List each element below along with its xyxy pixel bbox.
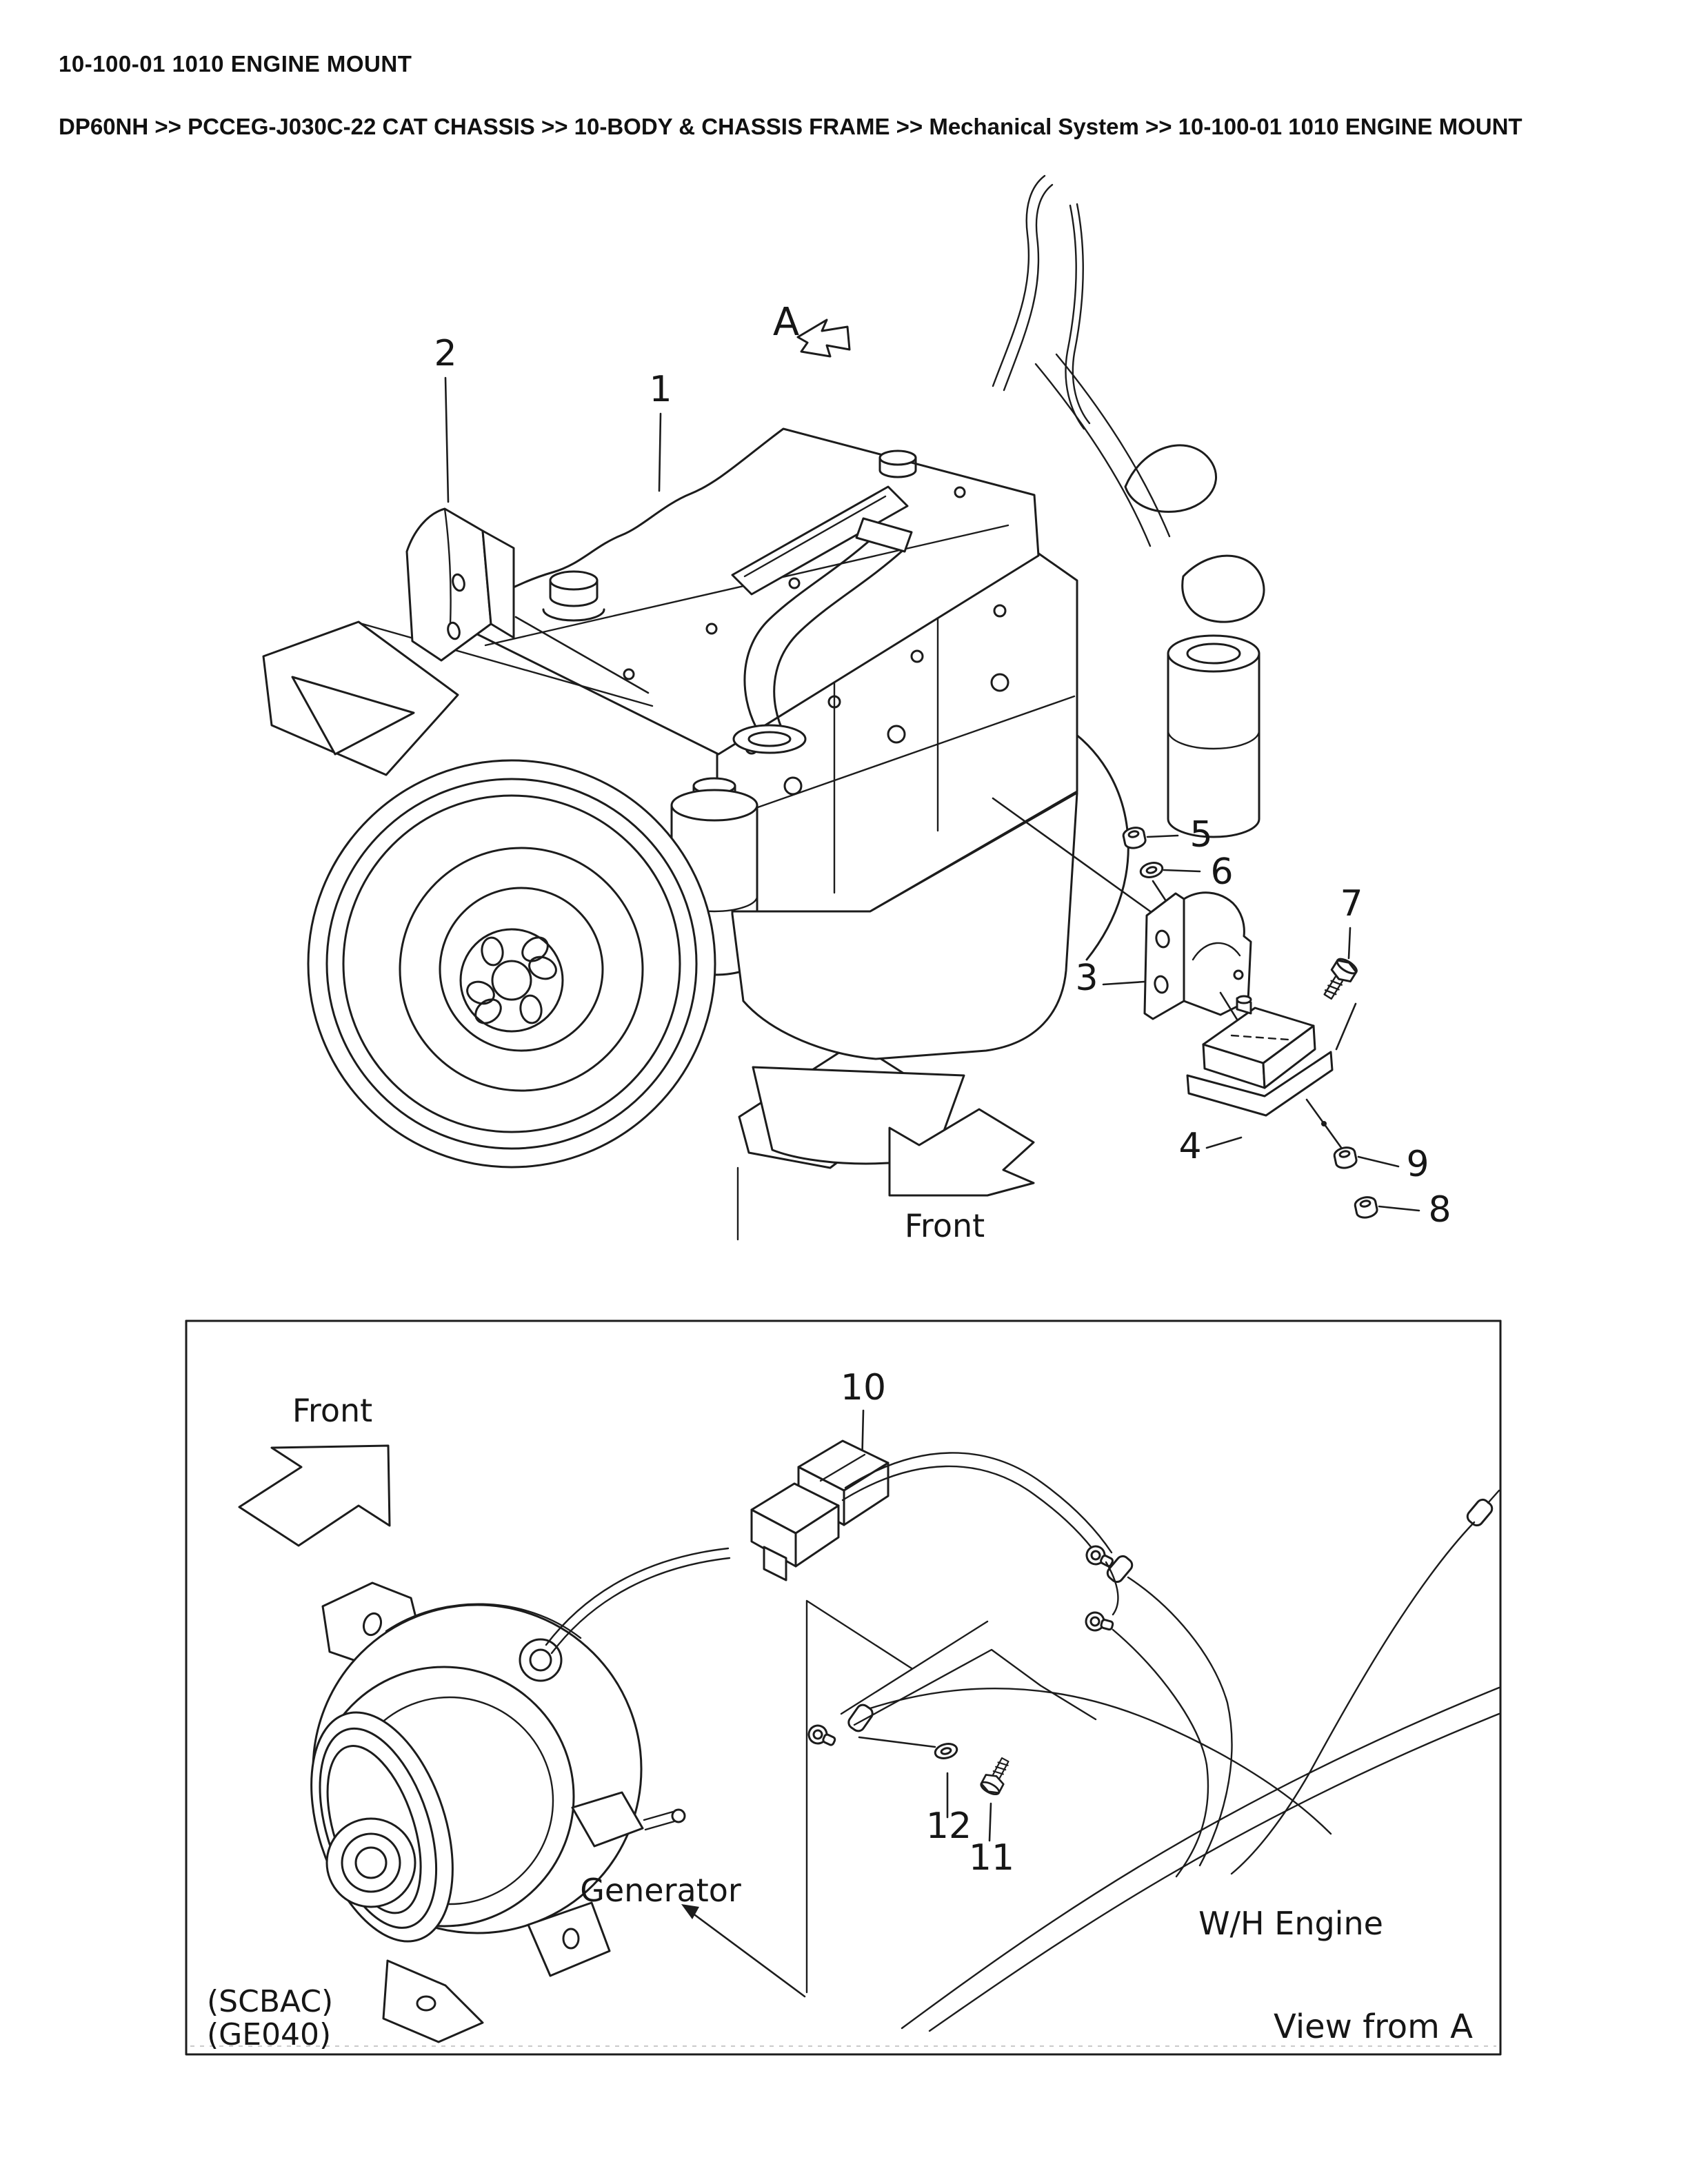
oil-pan <box>731 791 1078 1241</box>
flywheel <box>307 759 716 1169</box>
front-label-bottom: Front <box>292 1392 372 1429</box>
callout-9: 9 <box>1406 1144 1429 1185</box>
dipstick-line <box>1065 204 1085 430</box>
callout-12: 12 <box>926 1806 972 1847</box>
fuel-filter-canister <box>1167 634 1260 838</box>
generator-arrowhead-icon <box>681 1904 699 1919</box>
view-a-arrow-icon <box>796 318 851 358</box>
variant-code-1: (SCBAC) <box>207 1984 333 2019</box>
front-arrow-icon <box>888 1108 1035 1197</box>
engine-bracket-front <box>405 507 650 694</box>
callout-8: 8 <box>1428 1189 1451 1231</box>
breadcrumb: DP60NH >> PCCEG-J030C-22 CAT CHASSIS >> … <box>59 114 1523 139</box>
fan-blade <box>1124 444 1217 513</box>
wiring-harness <box>750 1439 1500 2032</box>
fan-blade <box>1181 554 1265 623</box>
cutaway-lines <box>805 1599 1097 1994</box>
callout-10: 10 <box>841 1367 886 1408</box>
ring-terminal <box>1083 1609 1116 1636</box>
cover-name-plate <box>731 485 909 596</box>
callout-1: 1 <box>649 369 672 410</box>
washer-part-12 <box>932 1740 960 1762</box>
bolt-part-11 <box>978 1754 1015 1798</box>
engine-mount-part-4 <box>1186 995 1334 1117</box>
view-from-a-label: View from A <box>1274 2008 1473 2046</box>
bolt-part-7 <box>1317 955 1360 1004</box>
callout-2: 2 <box>434 333 456 374</box>
generator-terminal <box>519 1638 563 1682</box>
callout-5: 5 <box>1189 814 1212 856</box>
washer-part-6 <box>1138 859 1165 881</box>
generator-illustration <box>310 1547 731 2043</box>
callout-3: 3 <box>1075 958 1098 999</box>
front-label-top: Front <box>905 1207 985 1244</box>
exhaust-manifold <box>732 517 913 754</box>
callout-4: 4 <box>1178 1126 1201 1167</box>
callout-7: 7 <box>1340 883 1363 924</box>
variant-code-2: (GE040) <box>207 2017 331 2052</box>
callout-1-leader <box>658 412 662 492</box>
ring-terminal <box>805 1721 839 1752</box>
mount-bracket-part-3 <box>1143 891 1252 1020</box>
harness-bundle <box>901 1686 1500 2030</box>
engine-illustration <box>262 174 1265 1241</box>
harness-label: W/H Engine <box>1198 1905 1383 1942</box>
mount-plate-upper <box>262 620 654 776</box>
generator-label: Generator <box>580 1872 741 1909</box>
nut-part-5 <box>1121 825 1148 851</box>
callout-2-leader <box>444 376 450 503</box>
nut-part-9 <box>1332 1144 1359 1171</box>
callout-11: 11 <box>969 1837 1014 1879</box>
generator-arrow <box>688 1910 806 1998</box>
harness-connector <box>750 1482 840 1581</box>
valve-cover <box>455 427 1040 756</box>
callout-6: 6 <box>1210 851 1233 893</box>
view-a-label: A <box>773 300 799 345</box>
page-title: 10-100-01 1010 ENGINE MOUNT <box>59 51 412 77</box>
nut-part-8 <box>1352 1194 1380 1221</box>
mount-parts-group: 5 6 3 7 <box>992 797 1451 1231</box>
front-arrow-bottom-icon <box>238 1444 391 1547</box>
